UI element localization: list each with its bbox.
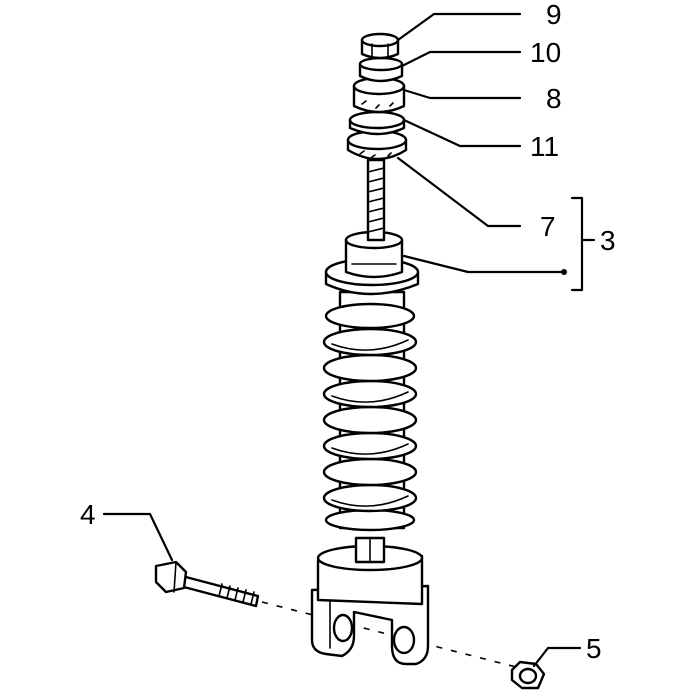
- part-8-upper-bush: [352, 76, 406, 114]
- part-11-washer: [348, 110, 406, 136]
- leader-11: [402, 118, 522, 148]
- damper-rod-lower: [354, 536, 386, 564]
- leader-7: [396, 156, 522, 228]
- leader-8: [402, 88, 522, 100]
- leader-end-dot: [561, 269, 567, 275]
- leader-9: [396, 12, 522, 42]
- callout-3: 3: [600, 225, 616, 256]
- part-10-cup-washer: [358, 56, 404, 83]
- part-7-lower-bush: [346, 129, 408, 161]
- callout-4: 4: [80, 499, 96, 530]
- callout-10: 10: [530, 37, 561, 68]
- threaded-rod: [366, 158, 386, 242]
- leader-lines: [102, 12, 596, 668]
- callout-5: 5: [586, 633, 602, 664]
- coil-spring: [322, 290, 418, 532]
- part-9-top-nut: [360, 32, 400, 60]
- leader-5: [532, 646, 582, 668]
- leader-cylinder: [402, 254, 564, 274]
- part-5-nut: [510, 660, 546, 690]
- lower-clevis-mount: [310, 544, 430, 666]
- callout-8: 8: [546, 83, 562, 114]
- callout-9: 9: [546, 0, 562, 30]
- group-bracket-3: [570, 196, 584, 292]
- leader-4: [102, 512, 174, 562]
- part-4-bolt: [154, 560, 260, 608]
- callout-11: 11: [530, 131, 559, 162]
- callout-7: 7: [540, 211, 556, 242]
- leader-10: [400, 50, 522, 68]
